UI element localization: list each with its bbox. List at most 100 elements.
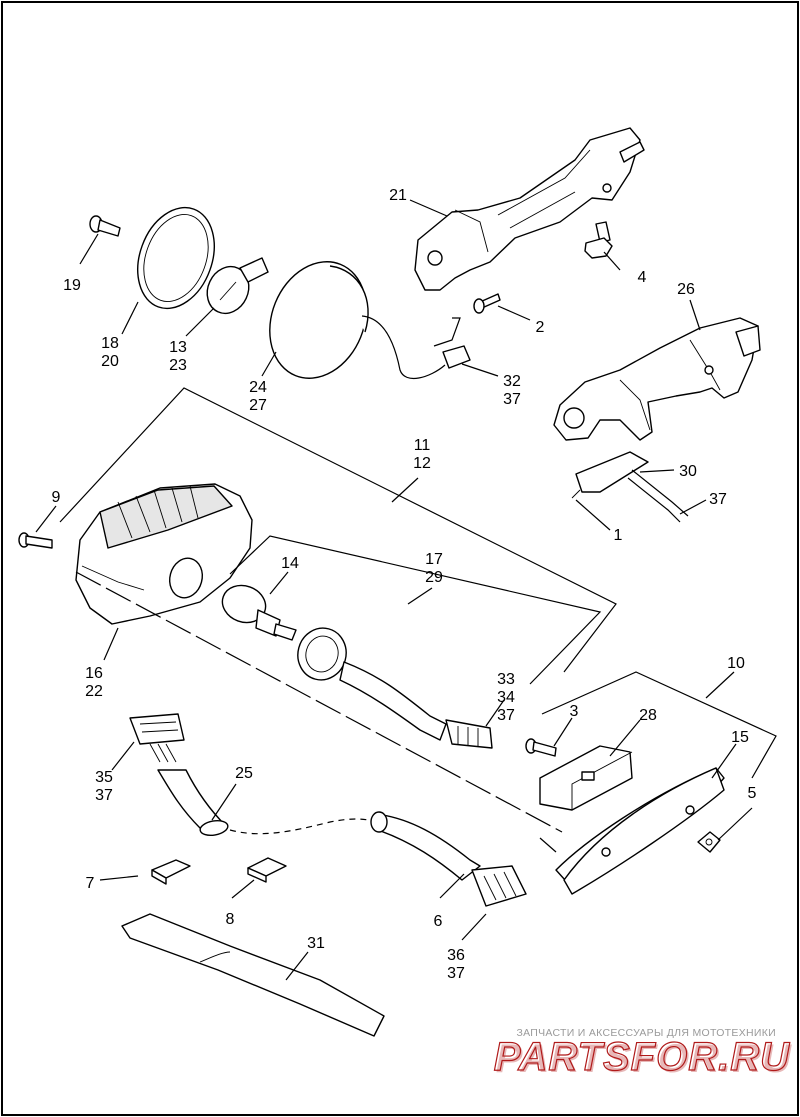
callout-number: 30	[679, 463, 697, 480]
callout-number: 33	[497, 671, 515, 688]
callout-number: 2	[536, 319, 545, 336]
callout-number: 37	[497, 707, 515, 724]
connector-part-35	[129, 713, 185, 763]
screw-part-19	[89, 215, 121, 237]
callout-number: 28	[639, 707, 657, 724]
callout-c1: 1	[614, 527, 623, 544]
callout-c21: 21	[389, 187, 407, 204]
callout-c14: 14	[281, 555, 299, 572]
callout-number: 8	[226, 911, 235, 928]
lens-ring-part	[137, 206, 215, 310]
watermark-brand-shadow: PARTSFOR.RU	[496, 1037, 792, 1081]
clip-part-7	[151, 859, 191, 885]
callout-number: 22	[85, 683, 103, 700]
callout-number: 1	[614, 527, 623, 544]
watermark-tagline: ЗАПЧАСТИ И АКСЕССУАРЫ ДЛЯ МОТОТЕХНИКИ	[516, 1027, 776, 1039]
callout-number: 18	[101, 335, 119, 352]
callout-number: 7	[86, 875, 95, 892]
clip-part-8	[247, 857, 287, 883]
callout-number: 37	[709, 491, 727, 508]
bolt-part	[584, 221, 613, 259]
lamp-assembly-part	[555, 767, 725, 895]
watermark-brand: PARTSFOR.RU	[494, 1035, 790, 1079]
callout-c25: 25	[235, 765, 253, 782]
callout-number: 4	[638, 269, 647, 286]
callout-number: 12	[413, 455, 431, 472]
watermark: ЗАПЧАСТИ И АКСЕССУАРЫ ДЛЯ МОТОТЕХНИКИ PA…	[493, 1027, 792, 1081]
callout-c4: 4	[638, 269, 647, 286]
fastener-part	[697, 831, 721, 853]
callout-c31: 31	[307, 935, 325, 952]
socket-harness-part	[297, 627, 493, 749]
circuit-bracket-part	[539, 745, 633, 811]
callout-c30: 30	[679, 463, 697, 480]
tail-lamp-body-part	[75, 483, 253, 625]
lamp-housing-part	[269, 261, 471, 380]
callout-number: 21	[389, 187, 407, 204]
callout-number: 35	[95, 769, 113, 786]
callout-c37a: 37	[709, 491, 727, 508]
callout-number: 29	[425, 569, 443, 586]
callout-number: 27	[249, 397, 267, 414]
screw-part	[473, 293, 501, 314]
callout-number: 26	[677, 281, 695, 298]
cable-part	[157, 769, 481, 881]
callout-number: 16	[85, 665, 103, 682]
callout-number: 25	[235, 765, 253, 782]
callout-number: 13	[169, 339, 187, 356]
callout-number: 37	[503, 391, 521, 408]
callout-number: 31	[307, 935, 325, 952]
callout-number: 24	[249, 379, 267, 396]
callout-c6: 6	[434, 913, 443, 930]
callout-number: 17	[425, 551, 443, 568]
callout-c10: 10	[727, 655, 745, 672]
mounting-bracket-part	[414, 127, 645, 291]
callout-number: 15	[731, 729, 749, 746]
callout-c8: 8	[226, 911, 235, 928]
callout-number: 32	[503, 373, 521, 390]
callout-number: 10	[727, 655, 745, 672]
callout-number: 36	[447, 947, 465, 964]
callout-number: 11	[414, 437, 431, 454]
group-outlines	[59, 317, 777, 853]
bulb-part	[206, 257, 269, 315]
callout-number: 37	[95, 787, 113, 804]
callout-c9: 9	[52, 489, 61, 506]
callout-c7: 7	[86, 875, 95, 892]
leader-lines	[35, 199, 753, 981]
callout-number: 20	[101, 353, 119, 370]
callout-number: 6	[434, 913, 443, 930]
callout-c3: 3	[570, 703, 579, 720]
callout-number: 34	[497, 689, 515, 706]
callout-c19: 19	[63, 277, 81, 294]
callout-number: 19	[63, 277, 81, 294]
callout-c28: 28	[639, 707, 657, 724]
callout-c15: 15	[731, 729, 749, 746]
callout-number: 14	[281, 555, 299, 572]
callout-c5: 5	[748, 785, 757, 802]
side-bracket-part	[553, 317, 761, 441]
callout-number: 23	[169, 357, 187, 374]
callout-number: 37	[447, 965, 465, 982]
callout-number: 5	[748, 785, 757, 802]
screw-part-3	[525, 738, 557, 757]
long-bolt-part	[18, 532, 53, 549]
callout-c26: 26	[677, 281, 695, 298]
callout-number: 3	[570, 703, 579, 720]
callout-number: 9	[52, 489, 61, 506]
connector-part-36	[471, 865, 527, 907]
callout-c2: 2	[536, 319, 545, 336]
trim-strip-part	[121, 913, 385, 1037]
